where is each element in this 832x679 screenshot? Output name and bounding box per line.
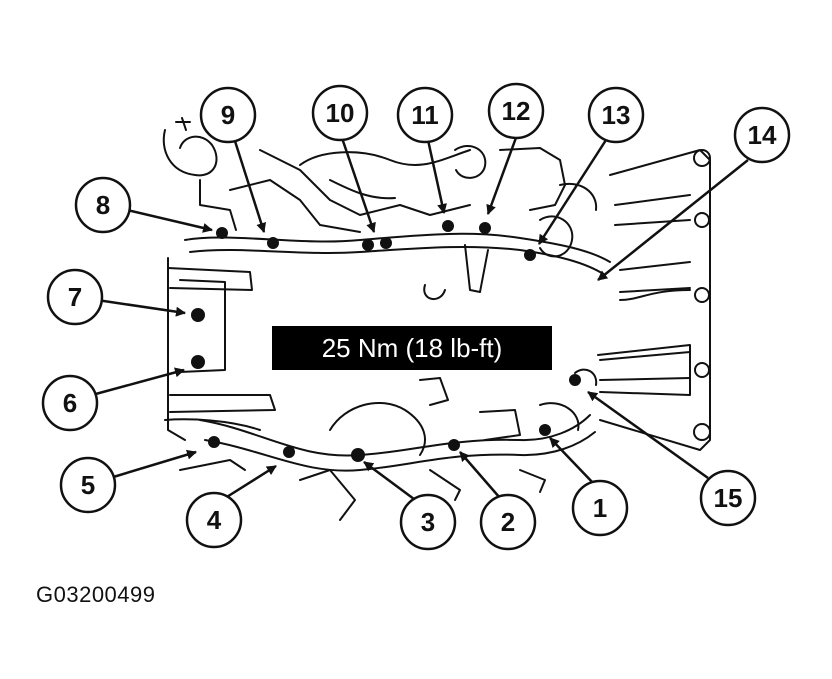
callout-13-label: 13 (602, 100, 631, 130)
callout-10-label: 10 (326, 98, 355, 128)
callout-4-label: 4 (207, 505, 222, 535)
callout-12: 12 (487, 82, 545, 140)
callout-2: 2 (479, 493, 537, 551)
callout-7: 7 (46, 268, 104, 326)
callout-1: 1 (571, 479, 629, 537)
callout-8-label: 8 (96, 190, 110, 220)
callout-11-label: 11 (411, 100, 439, 130)
callout-5-label: 5 (81, 470, 95, 500)
callout-6: 6 (41, 374, 99, 432)
callout-4: 4 (185, 491, 243, 549)
figure-code: G03200499 (36, 582, 156, 607)
bolt-markers (191, 220, 581, 462)
callout-13: 13 (587, 86, 645, 144)
callout-15: 15 (699, 469, 757, 527)
callout-1-label: 1 (593, 493, 607, 523)
callout-7-label: 7 (68, 282, 82, 312)
torque-spec-box: 25 Nm (18 lb-ft) (272, 326, 552, 370)
callout-11: 11 (396, 86, 454, 144)
callout-5: 5 (59, 456, 117, 514)
callout-9: 9 (199, 86, 257, 144)
callout-8: 8 (74, 176, 132, 234)
callout-2-label: 2 (501, 507, 515, 537)
leader-lines (91, 134, 749, 504)
callout-6-label: 6 (63, 388, 77, 418)
callout-14-label: 14 (748, 120, 777, 150)
manifold-artwork (162, 117, 711, 521)
callout-9-label: 9 (221, 100, 235, 130)
callout-10: 10 (311, 84, 369, 142)
callout-12-label: 12 (502, 96, 531, 126)
torque-spec-label: 25 Nm (18 lb-ft) (322, 333, 503, 363)
callout-14: 14 (733, 106, 791, 164)
callout-15-label: 15 (714, 483, 743, 513)
callout-3: 3 (399, 493, 457, 551)
callout-3-label: 3 (421, 507, 435, 537)
